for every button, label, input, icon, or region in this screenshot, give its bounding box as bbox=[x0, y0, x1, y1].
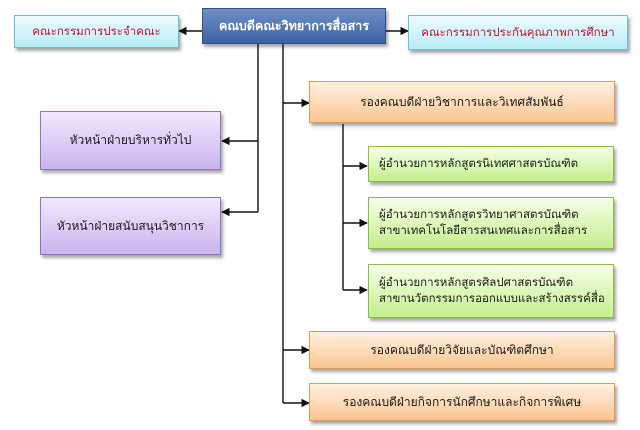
program-director-2-box: ผู้อำนวยการหลักสูตรวิทยาศาสตรบัณฑิต สาขา… bbox=[368, 197, 614, 249]
vice-dean-student-label: รองคณบดีฝ่ายกิจการนักศึกษาและกิจการพิเศษ bbox=[342, 394, 582, 409]
head-academic-box: หัวหน้าฝ่ายสนับสนุนวิชาการ bbox=[40, 197, 221, 255]
program-director-1-line1: ผู้อำนวยการหลักสูตรนิเทศศาสตรบัณฑิต bbox=[379, 156, 579, 171]
program-director-3-line1: ผู้อำนวยการหลักสูตรศิลปศาสตรบัณฑิต bbox=[379, 275, 574, 290]
vice-dean-academic-box: รองคณบดีฝ่ายวิชาการและวิเทศสัมพันธ์ bbox=[309, 81, 615, 123]
right-committee-box: คณะกรรมการประกันคุณภาพการศึกษา bbox=[408, 15, 628, 50]
left-committee-box: คณะกรรมการประจำคณะ bbox=[14, 15, 179, 48]
right-committee-label: คณะกรรมการประกันคุณภาพการศึกษา bbox=[421, 24, 615, 39]
dean-box: คณบดีคณะวิทยาการสื่อสาร bbox=[202, 8, 386, 44]
vice-dean-student-box: รองคณบดีฝ่ายกิจการนักศึกษาและกิจการพิเศษ bbox=[309, 383, 615, 421]
program-director-2-line2: สาขาเทคโนโลยีสารสนเทศและการสื่อสาร bbox=[379, 223, 588, 237]
head-admin-label: หัวหน้าฝ่ายบริหารทั่วไป bbox=[69, 133, 192, 148]
head-academic-label: หัวหน้าฝ่ายสนับสนุนวิชาการ bbox=[56, 218, 205, 233]
vice-dean-research-label: รองคณบดีฝ่ายวิจัยและบัณฑิตศึกษา bbox=[370, 342, 554, 357]
program-director-1-box: ผู้อำนวยการหลักสูตรนิเทศศาสตรบัณฑิต bbox=[368, 146, 614, 182]
program-director-3-box: ผู้อำนวยการหลักสูตรศิลปศาสตรบัณฑิต สาขาน… bbox=[368, 264, 614, 318]
program-director-3-line2: สาขานวัตกรรมการออกแบบและสร้างสรรค์สื่อ bbox=[379, 291, 605, 305]
vice-dean-research-box: รองคณบดีฝ่ายวิจัยและบัณฑิตศึกษา bbox=[309, 331, 615, 369]
vice-dean-academic-label: รองคณบดีฝ่ายวิชาการและวิเทศสัมพันธ์ bbox=[360, 94, 564, 109]
dean-label: คณบดีคณะวิทยาการสื่อสาร bbox=[218, 17, 370, 33]
head-admin-box: หัวหน้าฝ่ายบริหารทั่วไป bbox=[40, 111, 221, 170]
left-committee-label: คณะกรรมการประจำคณะ bbox=[32, 23, 161, 38]
program-director-2-line1: ผู้อำนวยการหลักสูตรวิทยาศาสตรบัณฑิต bbox=[379, 207, 579, 222]
